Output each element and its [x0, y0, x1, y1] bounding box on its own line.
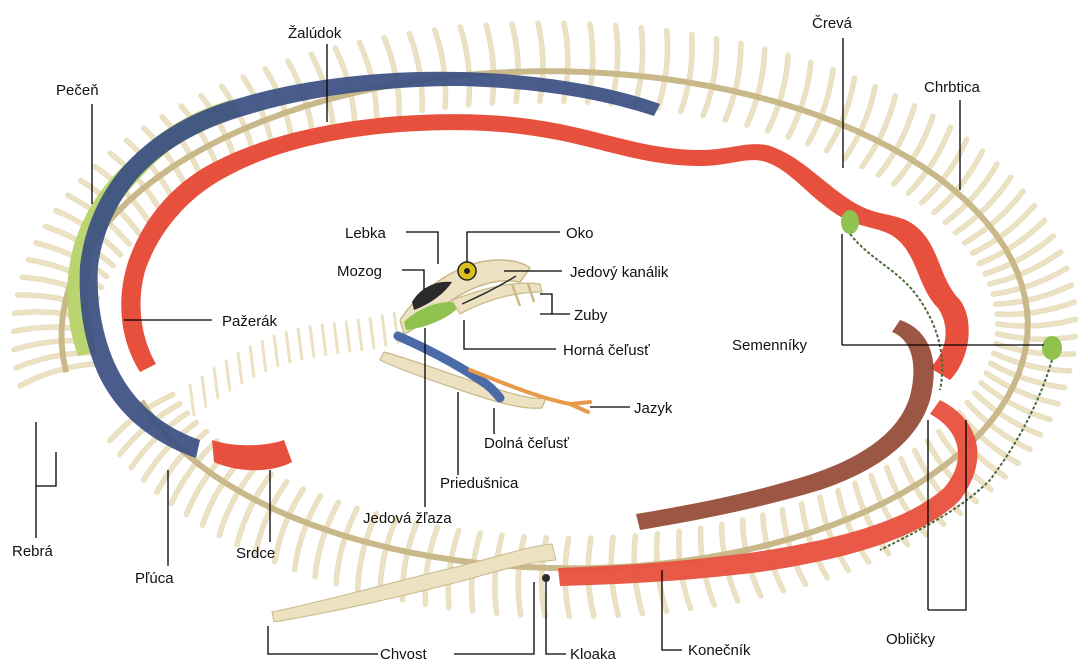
lower-jaw — [380, 352, 546, 408]
label-pluca: Pľúca — [135, 570, 174, 587]
neck-rib — [322, 324, 326, 356]
neck-rib — [274, 335, 278, 367]
rib — [20, 364, 95, 386]
rib — [635, 28, 643, 106]
rib — [808, 70, 833, 144]
neck-rib — [226, 359, 230, 391]
leader-oko — [467, 232, 560, 262]
rib — [495, 535, 502, 613]
label-zuby: Zuby — [574, 307, 608, 324]
neck-rib — [250, 346, 254, 378]
rib — [460, 27, 469, 105]
neck-rib — [190, 384, 194, 416]
neck-rib — [262, 340, 266, 372]
label-jedovy-kanalik: Jedový kanálik — [570, 264, 669, 281]
rib — [788, 62, 811, 137]
label-oblicky: Obličky — [886, 631, 936, 648]
label-kloaka: Kloaka — [570, 646, 617, 663]
heart-organ — [212, 440, 292, 470]
rib — [336, 508, 357, 583]
neck-rib — [334, 322, 338, 354]
neck-rib — [346, 321, 350, 353]
leader-lebka — [406, 232, 438, 264]
label-dolna-celust: Dolná čeľusť — [484, 435, 569, 452]
rib — [315, 502, 339, 576]
neck-rib — [310, 326, 314, 358]
label-oko: Oko — [566, 225, 594, 242]
neck-rib — [286, 331, 290, 363]
label-jazyk: Jazyk — [634, 400, 673, 417]
rib — [658, 31, 668, 109]
rib — [486, 25, 494, 103]
organs-layer — [67, 72, 1062, 586]
label-chvost: Chvost — [380, 646, 428, 663]
leader-kloaka — [546, 582, 566, 654]
neck-rib — [214, 367, 218, 399]
rib — [435, 30, 446, 107]
label-pecen: Pečeň — [56, 82, 99, 99]
neck-rib — [238, 352, 242, 384]
label-srdce: Srdce — [236, 545, 275, 562]
leader-rebra — [36, 422, 56, 538]
neck-rib — [298, 328, 302, 360]
label-rebra: Rebrá — [12, 543, 54, 560]
rib — [681, 34, 692, 111]
rib — [747, 49, 765, 125]
neck-rib — [382, 315, 386, 347]
rib — [768, 55, 788, 130]
label-creva: Črevá — [812, 15, 853, 32]
cloaca — [542, 574, 550, 582]
label-chrbtica: Chrbtica — [924, 79, 981, 96]
leader-horna-celust — [464, 320, 556, 349]
pupil — [464, 268, 470, 274]
label-lebka: Lebka — [345, 225, 387, 242]
label-zaludok: Žalúdok — [288, 25, 342, 42]
label-priedusnica: Priedušnica — [440, 475, 519, 492]
neck-rib — [202, 376, 206, 408]
label-konecnik: Konečník — [688, 642, 751, 659]
label-pazerak: Pažerák — [222, 313, 278, 330]
testis-left — [841, 210, 859, 234]
label-mozog: Mozog — [337, 263, 382, 280]
testis-right — [1042, 336, 1062, 360]
label-semenniky: Semenníky — [732, 337, 808, 354]
neck-rib — [358, 319, 362, 351]
neck-rib — [370, 317, 374, 349]
rib — [996, 285, 1072, 304]
skull-group — [380, 260, 590, 412]
label-horna-celust: Horná čeľusť — [563, 342, 650, 359]
label-jedova-zlaza: Jedová žľaza — [363, 510, 452, 527]
leader-zuby — [540, 294, 570, 314]
leader-mozog — [402, 270, 424, 290]
